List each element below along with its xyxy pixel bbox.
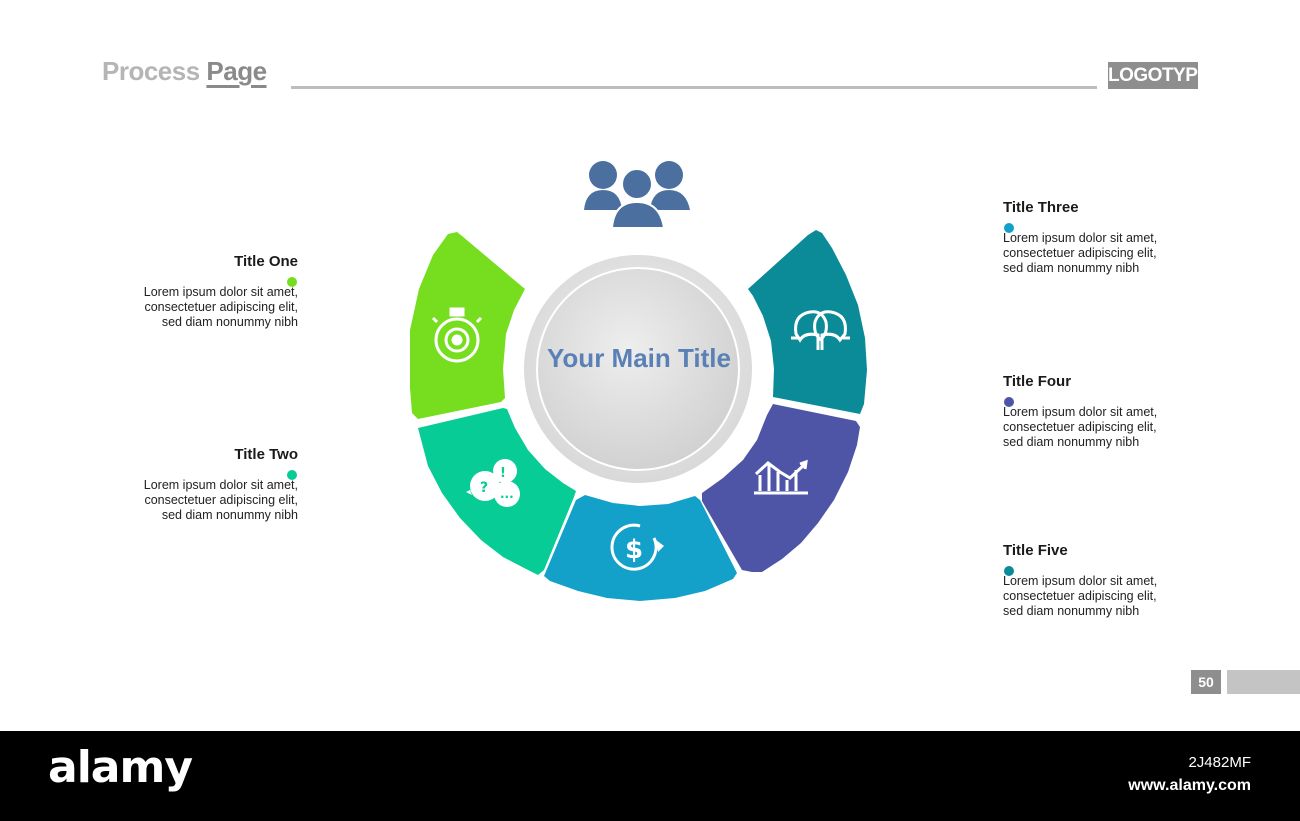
svg-text:!: !	[500, 466, 506, 481]
chat-bubbles-icon: ? ! ...	[466, 459, 520, 507]
label-title: Title Five	[1003, 542, 1068, 559]
people-group-icon	[584, 161, 690, 229]
label-description: Lorem ipsum dolor sit amet, consectetuer…	[1003, 231, 1158, 275]
label-title-one: Title One Lorem ipsum dolor sit amet, co…	[98, 253, 298, 330]
label-title: Title One	[234, 253, 298, 270]
bullet-dot	[287, 277, 297, 287]
center-disc	[536, 267, 740, 471]
segment-title-one	[410, 232, 525, 419]
svg-text:...: ...	[500, 487, 514, 501]
label-title-four: Title Four Lorem ipsum dolor sit amet, c…	[1003, 373, 1203, 450]
stopwatch-gear-icon	[431, 307, 483, 363]
bullet-dot	[1004, 566, 1014, 576]
label-title: Title Two	[234, 446, 298, 463]
center-title: Your Main Title	[547, 343, 731, 373]
footer-url: www.alamy.com	[1128, 777, 1251, 794]
page-number: 50	[1191, 670, 1221, 694]
page-title-part2: Page	[206, 56, 267, 86]
svg-text:$: $	[625, 535, 643, 565]
svg-text:?: ?	[480, 480, 488, 496]
label-title-five: Title Five Lorem ipsum dolor sit amet, c…	[1003, 542, 1203, 619]
label-description: Lorem ipsum dolor sit amet, consectetuer…	[1003, 574, 1158, 618]
footer-bar	[0, 731, 1300, 821]
label-description: Lorem ipsum dolor sit amet, consectetuer…	[143, 285, 298, 329]
label-title: Title Three	[1003, 199, 1079, 216]
logotype: LOGOTYPE	[1108, 62, 1210, 89]
label-description: Lorem ipsum dolor sit amet, consectetuer…	[143, 478, 298, 522]
segment-title-three	[748, 230, 867, 414]
bullet-dot	[1004, 397, 1014, 407]
footer-brand: alamy	[48, 742, 193, 793]
dollar-cycle-icon: $	[610, 523, 664, 571]
bar-chart-icon	[754, 459, 808, 495]
page-title-part1: Process	[102, 56, 207, 86]
label-title: Title Four	[1003, 373, 1072, 390]
segment-title-five	[544, 495, 737, 601]
process-diagram: ? ! ... $	[410, 161, 867, 601]
two-heads-icon	[791, 310, 850, 350]
page-title: Process Page	[102, 56, 267, 87]
bullet-dot	[1004, 223, 1014, 233]
label-description: Lorem ipsum dolor sit amet, consectetuer…	[1003, 405, 1158, 449]
segment-title-four	[702, 404, 860, 572]
bullet-dot	[287, 470, 297, 480]
header-divider	[291, 86, 1097, 89]
page-number-bar	[1227, 670, 1300, 694]
footer-image-id: 2J482MF	[1188, 754, 1251, 771]
label-title-three: Title Three Lorem ipsum dolor sit amet, …	[1003, 199, 1203, 276]
label-title-two: Title Two Lorem ipsum dolor sit amet, co…	[98, 446, 298, 523]
